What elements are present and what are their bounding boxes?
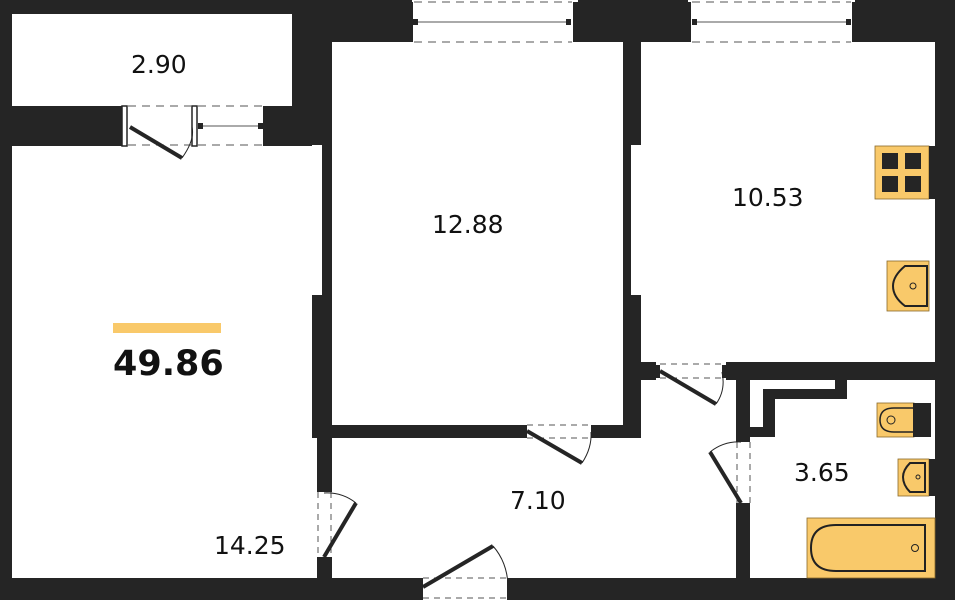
balcony-door[interactable] — [121, 105, 268, 160]
stove-icon — [874, 145, 935, 200]
entrance-door[interactable] — [418, 544, 512, 600]
total-area: 49.86 — [113, 344, 224, 384]
room-area-bathroom: 3.65 — [794, 458, 850, 487]
kitchen-sink-icon — [886, 260, 930, 312]
room-area-kitchen: 10.53 — [732, 183, 804, 212]
toilet-icon — [876, 402, 931, 438]
room-area-balcony: 2.90 — [131, 50, 187, 79]
door-living-room[interactable] — [317, 487, 358, 562]
door-kitchen[interactable] — [655, 362, 727, 406]
room-area-living-room: 14.25 — [214, 531, 286, 560]
door-bathroom[interactable] — [708, 437, 751, 508]
bathtub-icon — [806, 517, 936, 579]
room-area-hallway: 7.10 — [510, 486, 566, 515]
door-bedroom[interactable] — [522, 424, 596, 465]
window-bedroom — [408, 0, 578, 43]
window-kitchen — [686, 0, 857, 43]
total-area-accent-bar — [113, 323, 221, 333]
room-area-bedroom: 12.88 — [432, 210, 504, 239]
bathroom-sink-icon — [897, 458, 935, 497]
